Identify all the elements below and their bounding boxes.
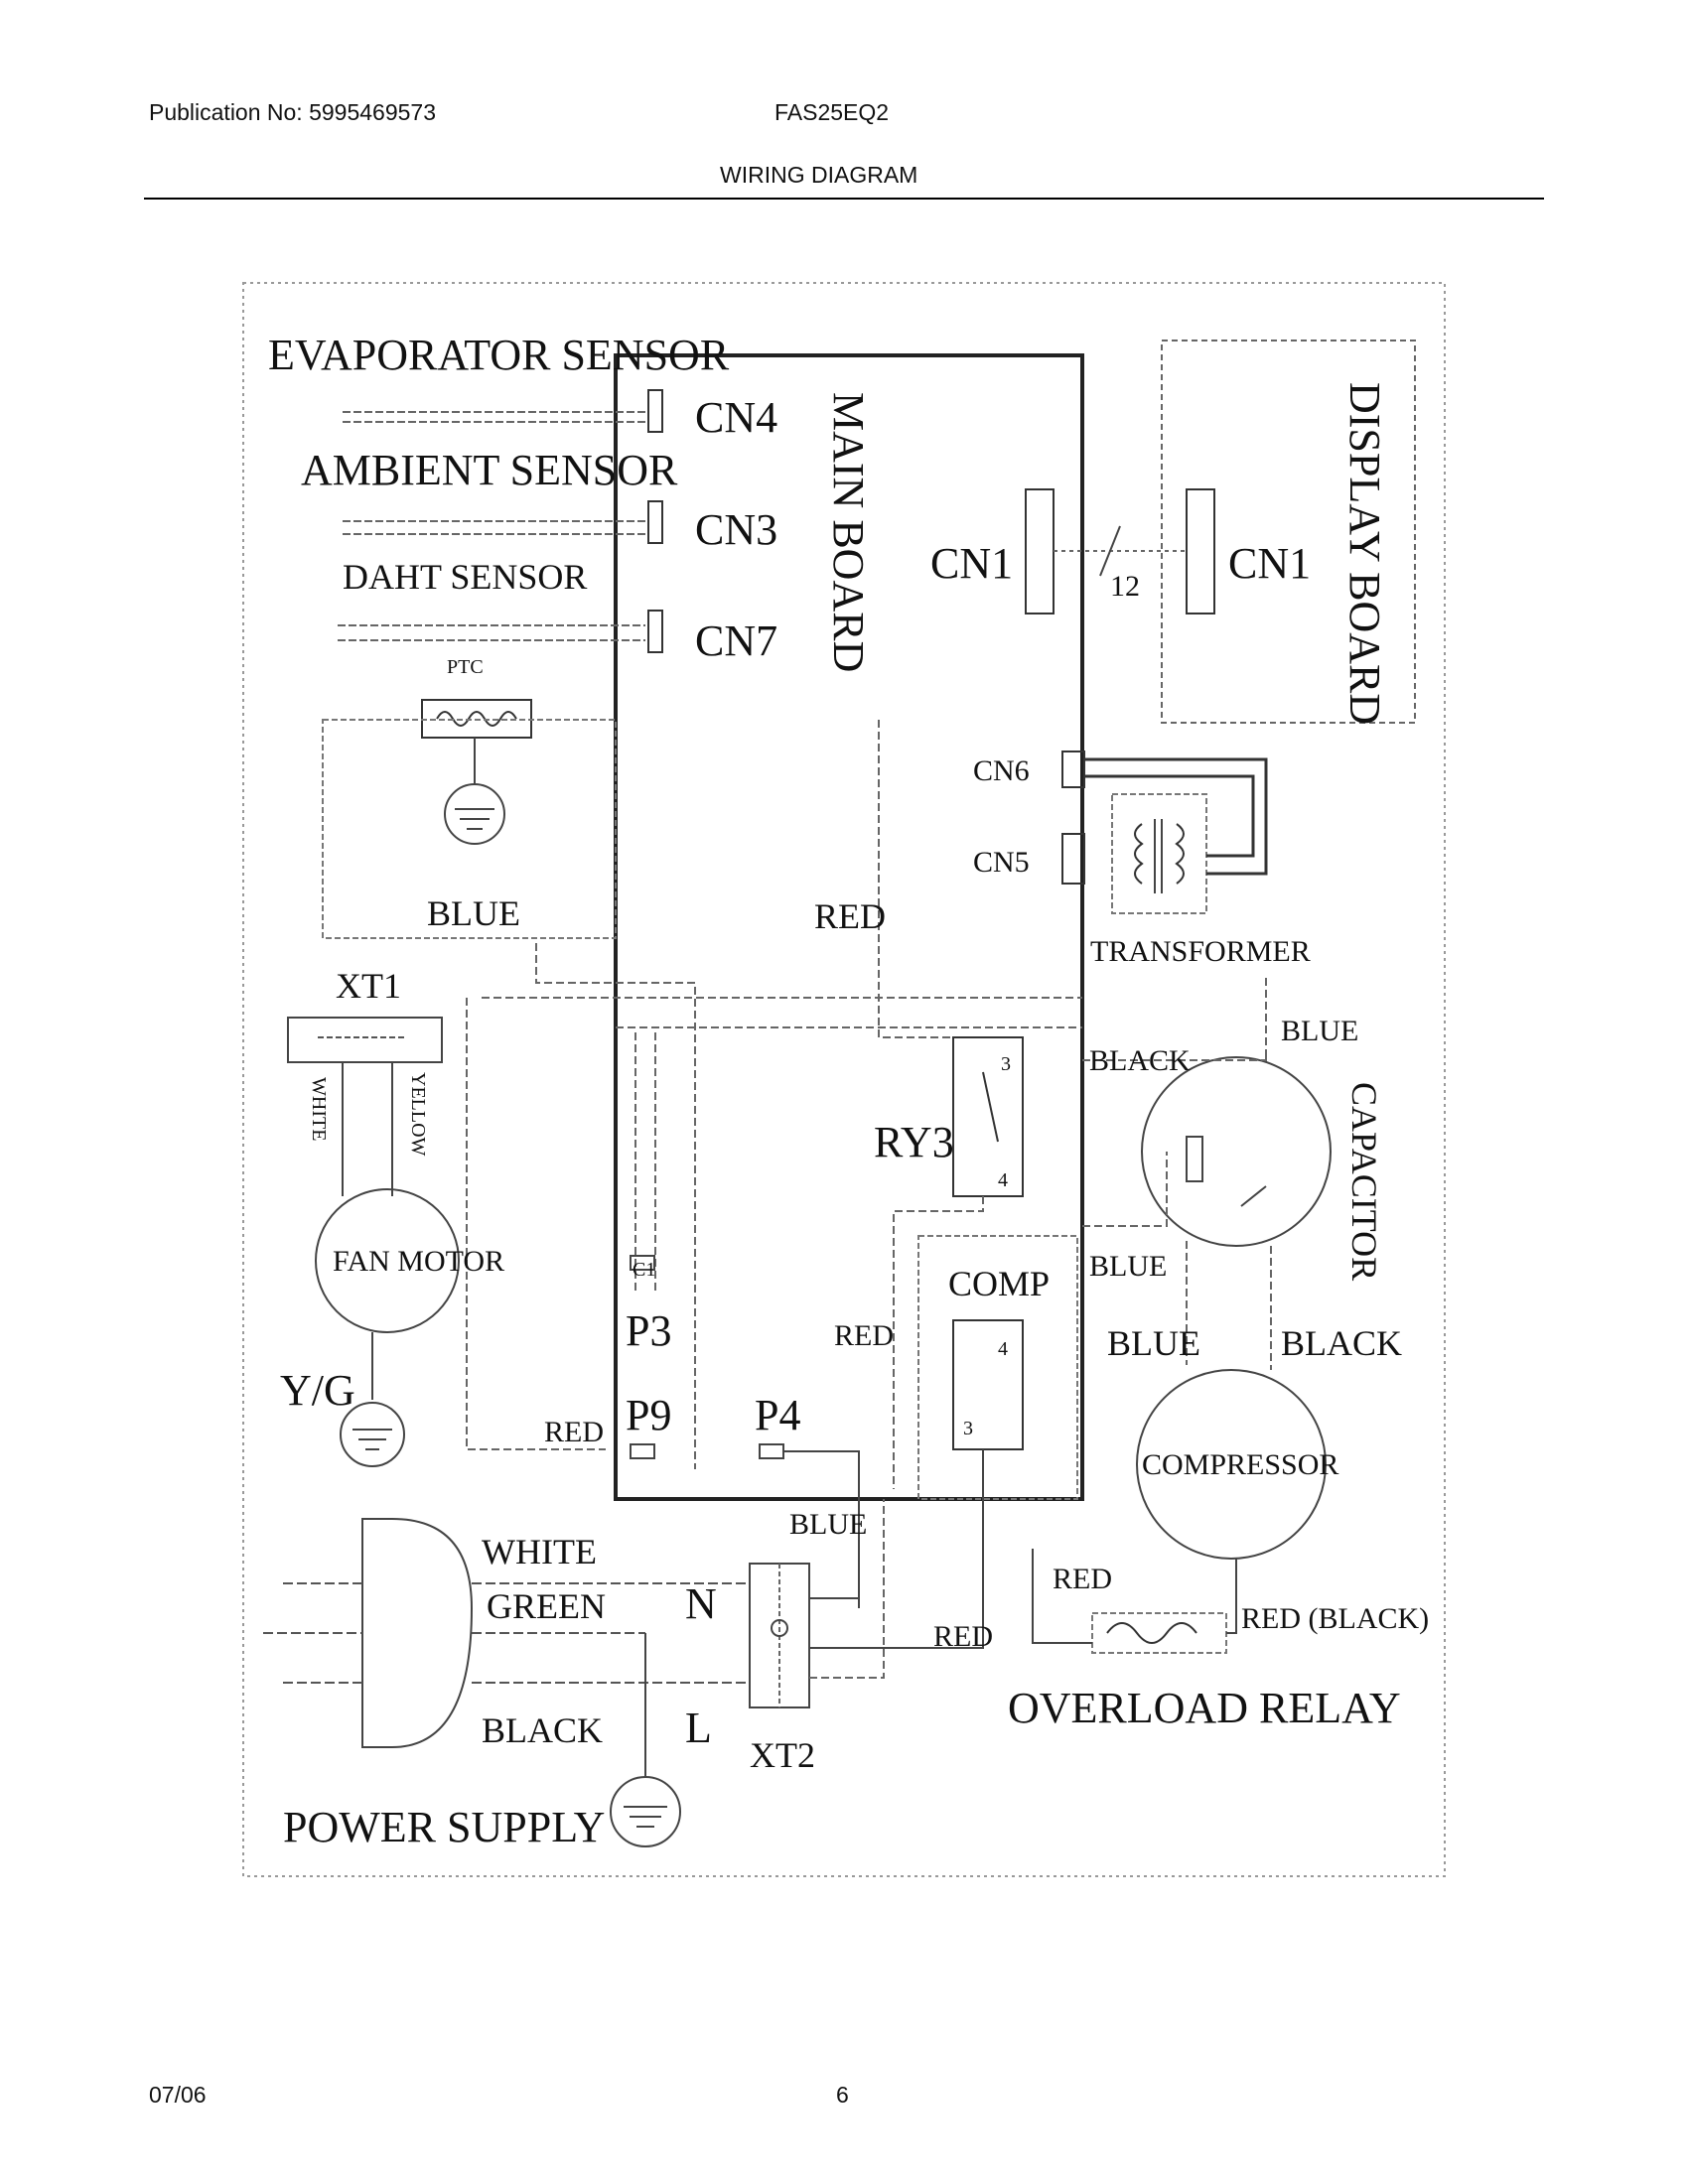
ry3-relay	[952, 1036, 1024, 1197]
header-rule	[144, 198, 1544, 200]
evaporator-sensor-label: EVAPORATOR SENSOR	[268, 331, 730, 379]
blue-comp-label-2: BLUE	[1107, 1323, 1200, 1363]
p4-label: P4	[755, 1391, 800, 1439]
diagram-frame	[242, 282, 1446, 1877]
comp-block	[917, 1235, 1078, 1500]
p9-tab	[630, 1443, 655, 1459]
display-board-label: DISPLAY BOARD	[1340, 382, 1389, 725]
transformer-coil	[1134, 823, 1144, 885]
p3-label: P3	[626, 1306, 671, 1355]
white-fan-label: WHITE	[308, 1077, 330, 1141]
cn6-connector	[1061, 751, 1085, 788]
yg-label: Y/G	[280, 1366, 355, 1415]
page-title: WIRING DIAGRAM	[720, 162, 918, 188]
fan-motor-label: FAN MOTOR	[333, 1245, 504, 1278]
ptc-blue-loop	[322, 719, 617, 939]
capacitor	[1141, 1056, 1332, 1247]
power-plug	[361, 1518, 474, 1748]
white-supply-label: WHITE	[482, 1532, 597, 1571]
xt2-label: XT2	[750, 1735, 815, 1775]
power-cord	[263, 1582, 750, 1684]
supply-ground-symbol	[610, 1776, 681, 1847]
cn3-label: CN3	[695, 505, 777, 554]
model-number: FAS25EQ2	[774, 99, 890, 125]
page-number: 6	[836, 2082, 849, 2108]
transformer-label: TRANSFORMER	[1090, 935, 1311, 968]
neutral-label: N	[685, 1579, 717, 1628]
blue-ptc-label: BLUE	[427, 893, 520, 933]
compressor-label: COMPRESSOR	[1142, 1448, 1338, 1481]
cn4-label: CN4	[695, 393, 777, 442]
black-comp-label: BLACK	[1281, 1323, 1402, 1363]
red-board-label: RED	[814, 896, 886, 936]
daht-sensor-label: DAHT SENSOR	[343, 557, 587, 597]
red-overload-label: RED	[1053, 1563, 1112, 1595]
ptc-label: PTC	[447, 656, 484, 678]
c1-label: C1	[633, 1259, 655, 1281]
transformer-box	[1111, 793, 1207, 914]
blue-comp-label-1: BLUE	[1089, 1250, 1167, 1283]
publication-number: Publication No: 5995469573	[149, 99, 437, 125]
ry3-pin3-label: 3	[1001, 1053, 1011, 1075]
power-supply-label: POWER SUPPLY	[283, 1803, 605, 1851]
cn3-connector	[647, 500, 663, 544]
capacitor-label: CAPACITOR	[1344, 1082, 1384, 1281]
ry3-label: RY3	[874, 1118, 954, 1166]
overload-relay	[1091, 1612, 1227, 1654]
cn6-wires	[1084, 757, 1268, 876]
cn5-connector	[1061, 833, 1085, 885]
comp-pin4-label: 4	[998, 1338, 1008, 1360]
black-cap-label: BLACK	[1089, 1044, 1191, 1077]
cn5-label: CN5	[973, 846, 1030, 879]
comp-label: COMP	[948, 1264, 1050, 1303]
p4-tab	[759, 1443, 784, 1459]
ambient-sensor-label: AMBIENT SENSOR	[301, 446, 678, 494]
red-black-label: RED (BLACK)	[1241, 1602, 1429, 1635]
xt1-label: XT1	[336, 966, 401, 1006]
sensor-leads	[338, 411, 645, 641]
cn4-connector	[647, 389, 663, 433]
ptc-coil	[436, 711, 517, 727]
cn1-main-label: CN1	[930, 539, 1013, 588]
line-label: L	[685, 1704, 712, 1752]
ry3-pin4-label: 4	[998, 1169, 1008, 1191]
red-p9-label: RED	[544, 1416, 604, 1448]
blue-cap-label: BLUE	[1281, 1015, 1358, 1047]
green-supply-label: GREEN	[487, 1586, 606, 1626]
red-xt2-label: RED	[933, 1620, 993, 1653]
main-board-label: MAIN BOARD	[824, 392, 873, 672]
cn7-connector	[647, 610, 663, 653]
p3-tab	[630, 1255, 655, 1271]
compressor	[1136, 1369, 1327, 1560]
ribbon-count-label: 12	[1110, 570, 1140, 603]
cn1-display-connector	[1186, 488, 1215, 614]
comp-terminals	[952, 1319, 1024, 1450]
p9-label: P9	[626, 1391, 671, 1439]
fan-ground-symbol	[340, 1402, 405, 1467]
internal-wiring	[535, 720, 1082, 1489]
black-supply-label: BLACK	[482, 1710, 603, 1750]
red-comp-label: RED	[834, 1319, 894, 1352]
ribbon-slash	[1099, 525, 1121, 577]
xt1-terminal	[287, 1017, 443, 1063]
blue-xt2-label: BLUE	[789, 1508, 867, 1541]
overload-relay-label: OVERLOAD RELAY	[1008, 1684, 1401, 1732]
cn6-label: CN6	[973, 754, 1030, 787]
ptc-ground-symbol	[444, 783, 505, 845]
fan-motor	[315, 1188, 460, 1333]
footer-date: 07/06	[149, 2082, 207, 2108]
comp-pin3-label: 3	[963, 1418, 973, 1439]
cn7-label: CN7	[695, 616, 777, 665]
cn1-display-label: CN1	[1228, 539, 1311, 588]
yellow-fan-label: YELLOW	[407, 1072, 429, 1157]
cn1-main-connector	[1025, 488, 1055, 614]
